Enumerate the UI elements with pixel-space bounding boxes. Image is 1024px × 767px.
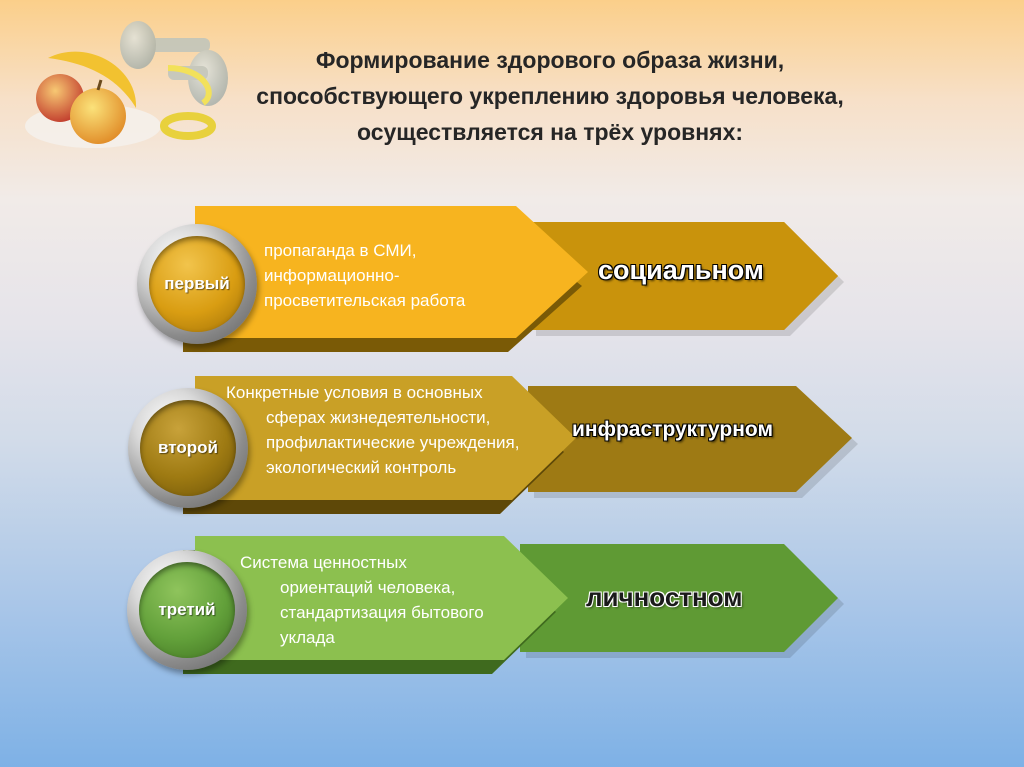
level-ordinal: третий	[158, 600, 216, 619]
title-line: осуществляется на трёх уровнях:	[356, 119, 744, 145]
level-row-personal: третий Система ценностных ориентаций чел…	[0, 530, 1024, 700]
level-description: Система ценностных ориентаций человека, …	[240, 550, 484, 650]
description-line: Конкретные условия в основных	[226, 383, 483, 402]
description-line: уклада	[280, 628, 335, 647]
description-line: просветительская работа	[264, 291, 466, 310]
description-arrow	[195, 206, 588, 338]
level-arrows	[183, 536, 844, 674]
level-name-arrow	[520, 544, 838, 652]
description-line: информационно-	[264, 266, 400, 285]
level-name-arrow	[528, 386, 852, 492]
description-line: экологический контроль	[266, 458, 457, 477]
level-row-infrastructure: второй Конкретные условия в основных сфе…	[0, 370, 1024, 540]
level-arrows	[183, 206, 844, 352]
description-line: профилактические учреждения,	[266, 433, 520, 452]
description-line: стандартизация бытового	[280, 603, 484, 622]
healthy-lifestyle-illustration	[25, 21, 228, 148]
level-badge: третий	[127, 550, 247, 670]
title-line: способствующего укреплению здоровья чело…	[256, 83, 844, 109]
description-line: Система ценностных	[240, 553, 407, 572]
level-ordinal: второй	[158, 438, 218, 457]
description-line: сферах жизнедеятельности,	[266, 408, 491, 427]
level-arrows	[183, 376, 858, 514]
level-row-social: первый пропаганда в СМИ, информационно- …	[0, 200, 1024, 370]
dumbbell-icon	[120, 21, 228, 106]
level-description: Конкретные условия в основных сферах жиз…	[226, 380, 519, 480]
description-arrow	[195, 536, 568, 660]
level-badge: второй	[128, 388, 248, 508]
tape-measure-icon	[160, 65, 216, 140]
level-name: социальном	[598, 255, 764, 285]
level-badge: первый	[137, 224, 257, 344]
level-ordinal: первый	[164, 274, 230, 293]
description-line: ориентаций человека,	[280, 578, 456, 597]
description-line: пропаганда в СМИ,	[264, 241, 417, 260]
title-line: Формирование здорового образа жизни,	[315, 47, 785, 73]
page-title: Формирование здорового образа жизни, спо…	[230, 42, 870, 150]
level-name: инфраструктурном	[572, 418, 773, 441]
level-name: личностном	[586, 582, 743, 612]
level-description: пропаганда в СМИ, информационно- просвет…	[264, 238, 465, 313]
description-arrow	[195, 376, 576, 500]
